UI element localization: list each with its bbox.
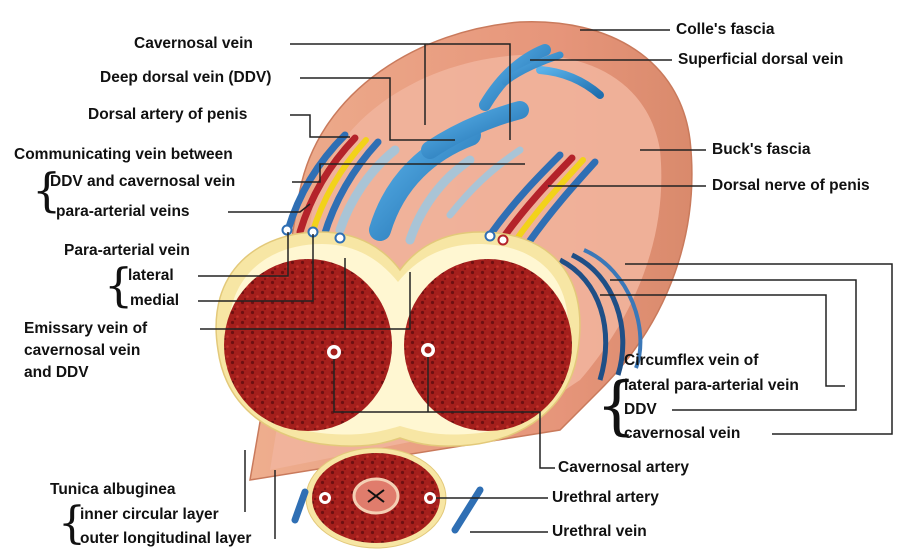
- label-urethral-artery: Urethral artery: [552, 489, 659, 507]
- label-communicating-para: para-arterial veins: [56, 203, 190, 221]
- label-dorsal-nerve: Dorsal nerve of penis: [712, 177, 870, 195]
- label-emissary-2: cavernosal vein: [24, 342, 140, 360]
- label-circumflex-vein: Circumflex vein of: [624, 352, 758, 370]
- label-cavernosal-vein-top: Cavernosal vein: [134, 35, 253, 53]
- label-emissary-1: Emissary vein of: [24, 320, 147, 338]
- label-bucks-fascia: Buck's fascia: [712, 141, 810, 159]
- label-deep-dorsal-vein: Deep dorsal vein (DDV): [100, 69, 271, 87]
- label-circumflex-lateral: lateral para-arterial vein: [624, 377, 799, 395]
- label-tunica-inner: inner circular layer: [80, 506, 219, 524]
- label-communicating-vein: Communicating vein between: [14, 146, 233, 164]
- label-colles-fascia: Colle's fascia: [676, 21, 774, 39]
- label-circumflex-ddv: DDV: [624, 401, 657, 419]
- label-tunica-outer: outer longitudinal layer: [80, 530, 251, 548]
- label-emissary-3: and DDV: [24, 364, 89, 382]
- label-para-medial: medial: [130, 292, 179, 310]
- label-dorsal-artery: Dorsal artery of penis: [88, 106, 247, 124]
- label-communicating-ddv: DDV and cavernosal vein: [50, 173, 235, 191]
- corpus-cavernosum-left: [224, 259, 392, 431]
- label-tunica-albuginea: Tunica albuginea: [50, 481, 175, 499]
- label-urethral-vein: Urethral vein: [552, 523, 647, 541]
- label-para-lateral: lateral: [128, 267, 174, 285]
- label-circumflex-cavernosal: cavernosal vein: [624, 425, 740, 443]
- label-cavernosal-artery: Cavernosal artery: [558, 459, 689, 477]
- label-superficial-dorsal-vein: Superficial dorsal vein: [678, 51, 843, 69]
